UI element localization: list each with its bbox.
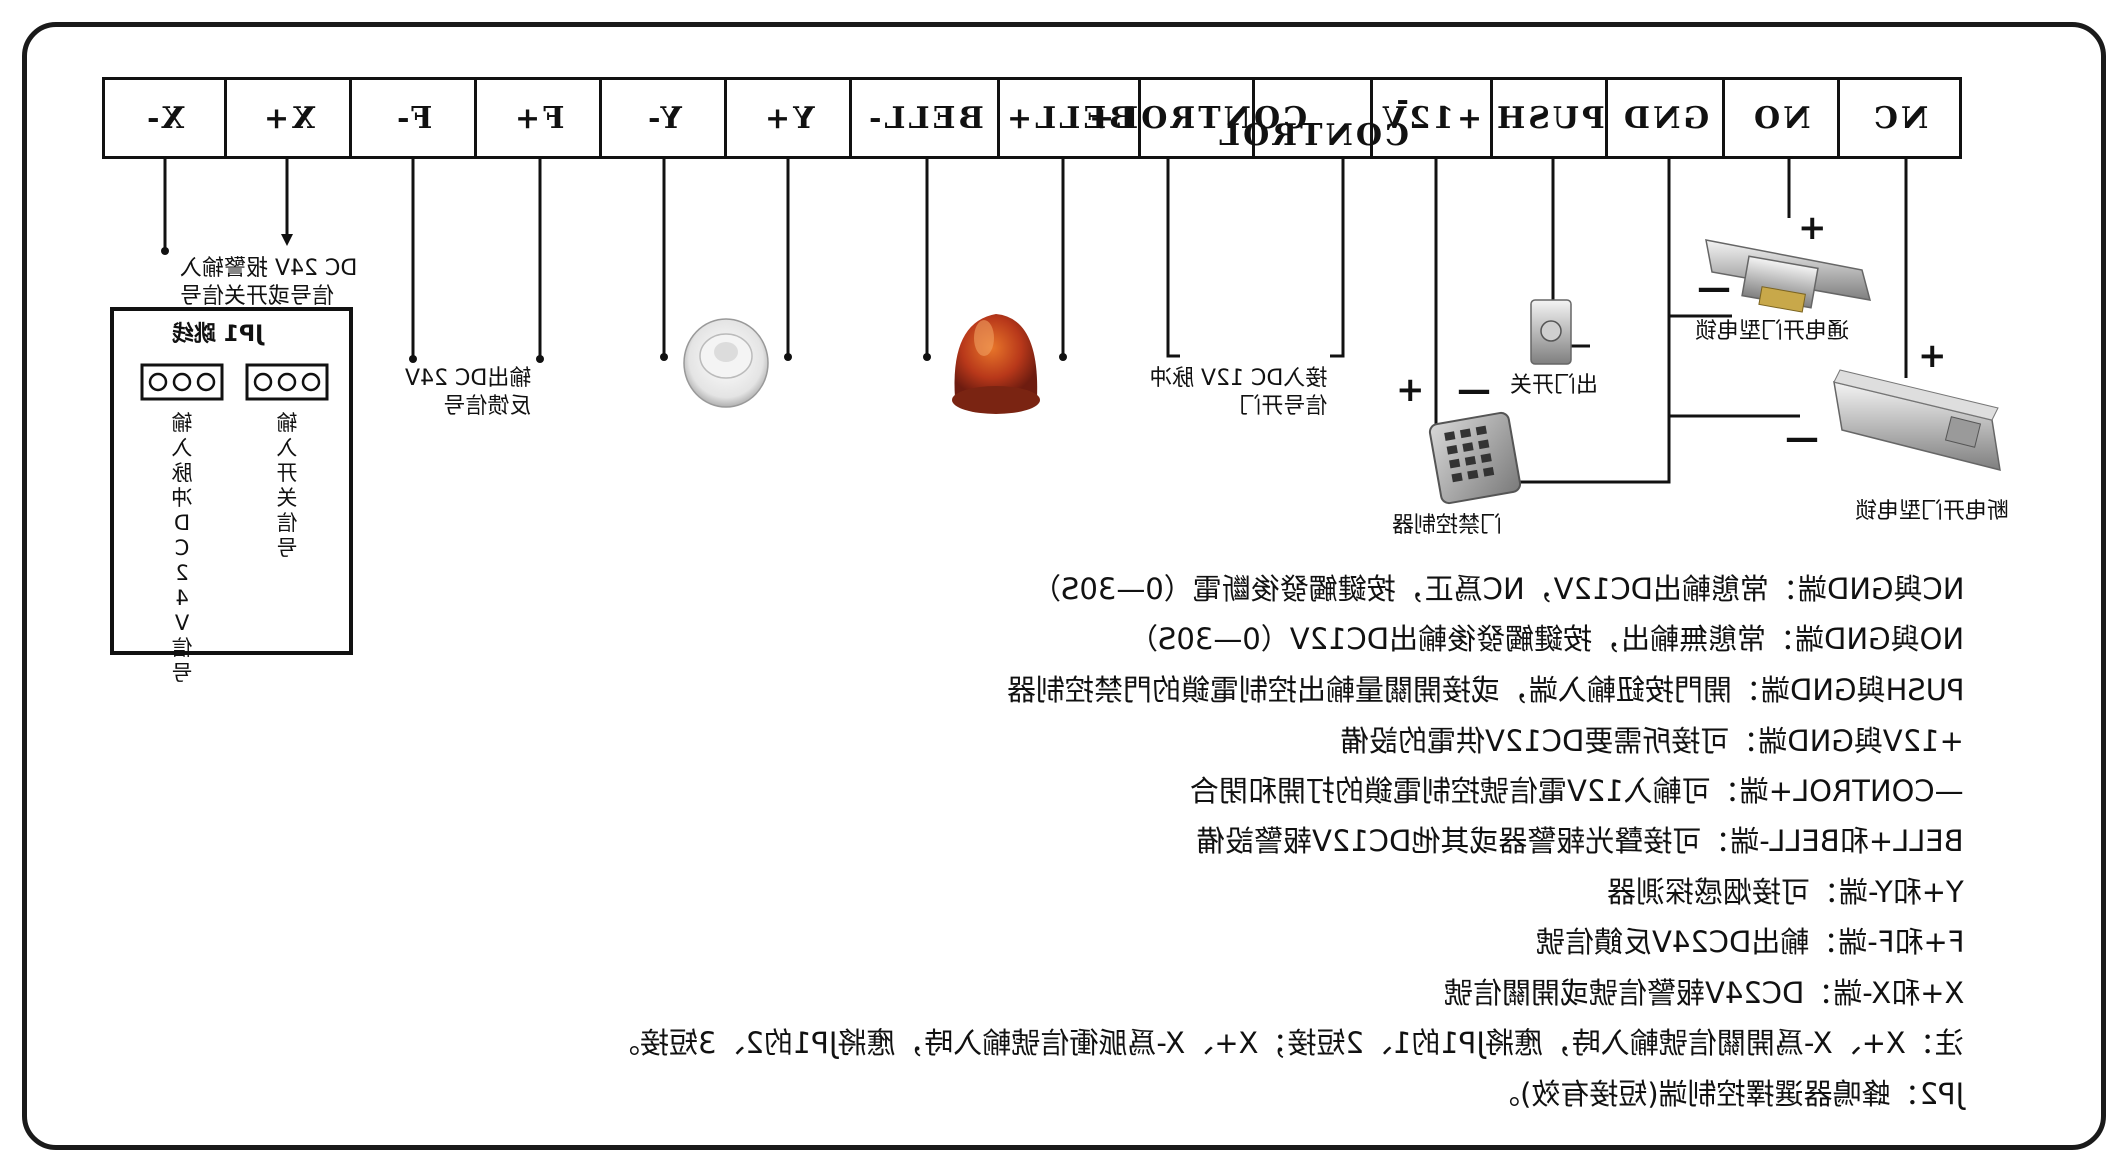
terminal-x-minus: X- — [105, 80, 227, 156]
wire-control-minus — [1330, 159, 1345, 358]
description-line: PUSH與GND端：開門按鈕輸入端，或接開關量輸出控制電鎖的門禁控制器 — [1006, 673, 1964, 707]
terminal-bell-plus: BELL+ — [1000, 80, 1141, 156]
note-line: 注：X+、X-爲開關信號輸入時，應將JP1的1、2短接；X+、X-爲脈衝信號輸入… — [611, 1026, 1964, 1060]
feedback-output-label: 输出DC 24V 反馈信号 — [405, 366, 532, 419]
description-line: BELL+和BELL-端：可接聲光報警器或其他DC12V報警設備 — [1196, 824, 1964, 858]
exit-switch-label: 出门开关 — [1510, 373, 1599, 398]
terminal-f-plus: F+ — [477, 80, 602, 156]
jp1-jumper-box: JP1 跳线 输入脉冲DC 24V信号 输入开关信号 — [110, 307, 353, 685]
description-line: F+和F-端：輸出DC24V反饋信號 — [1535, 925, 1964, 959]
wire-gnd-controller — [1515, 159, 1671, 484]
terminal-no: NO — [1725, 80, 1840, 156]
wire-12v — [1434, 159, 1455, 434]
description-line: +12V與GND端：可接所需要DC12V供電的設備 — [1340, 724, 1964, 758]
terminal-gnd: GND — [1608, 80, 1725, 156]
alarm-input-label: DC 24V 报警输入 信号或开关信号 — [180, 256, 358, 309]
terminal-y-plus: Y+ — [727, 80, 852, 156]
description-line: Y+和Y-端：可接烟感探測器 — [1607, 875, 1964, 909]
terminal-12v: +12V — [1373, 80, 1493, 156]
control-input-label: 接入DC 12V 脉冲 信号开门 — [1150, 366, 1328, 419]
power-off-lock-label: 断电开门型电锁 — [1855, 499, 2010, 524]
terminal-control-plus: CONTROL+ — [1086, 80, 1307, 156]
access-controller-icon — [1428, 411, 1522, 505]
jumper-pins-icon — [140, 363, 329, 401]
description-line: NC與GND端：常態輸出DC12V，NC爲正，按鍵觸發後斷電（0—30S） — [1031, 572, 1964, 606]
plus-sign-lock2: + — [1918, 336, 1947, 376]
minus-sign-lock1: — — [1697, 268, 1731, 308]
power-off-lock-icon — [1833, 369, 2001, 472]
terminal-push: PUSH — [1493, 80, 1608, 156]
alarm-beacon-icon — [952, 314, 1040, 414]
terminal-y-minus: Y- — [602, 80, 727, 156]
terminal-f-minus: F- — [352, 80, 477, 156]
terminal-bell-minus: BELL- — [852, 80, 1000, 156]
description-line: X+和X-端：DC24V報警信號或開關信號 — [1443, 976, 1964, 1010]
jp1-title: JP1 跳线 — [172, 322, 264, 347]
diagram-frame — [22, 22, 2106, 1150]
jp1-pulse-label: 输入脉冲DC 24V信号 — [171, 411, 193, 685]
description-line: NO與GND端：常態無輸出，按鍵觸發後輸出DC12V（0—30S） — [1128, 622, 1964, 656]
jp1-switch-label: 输入开关信号 — [276, 411, 298, 560]
plus-sign-controller: + — [1396, 370, 1425, 410]
terminal-control-minus: -CONTROL — [1216, 80, 1409, 156]
plus-sign-lock1: + — [1798, 208, 1827, 248]
jp2-line: JP2：蜂鳴器選擇控制端(短接有效)。 — [1490, 1077, 1964, 1111]
terminal-x-plus: X+ — [227, 80, 352, 156]
power-on-lock-icon — [1705, 239, 1872, 313]
minus-sign-controller: — — [1457, 370, 1491, 410]
terminal-strip: X- X+ F- F+ Y- Y+ BELL- BELL+ CONTROL+ -… — [102, 77, 1962, 159]
access-controller-label: 门禁控制器 — [1392, 513, 1503, 538]
smoke-detector-icon — [683, 318, 769, 408]
description-line: —CONTROL+端：可輸入12V電信號控制電鎖的打開和閉合 — [1190, 774, 1964, 808]
wire-control-plus — [1166, 159, 1180, 358]
power-on-lock-label: 通电开门型电锁 — [1695, 319, 1850, 344]
exit-switch-icon — [1530, 299, 1572, 365]
minus-sign-lock2: — — [1785, 418, 1819, 458]
